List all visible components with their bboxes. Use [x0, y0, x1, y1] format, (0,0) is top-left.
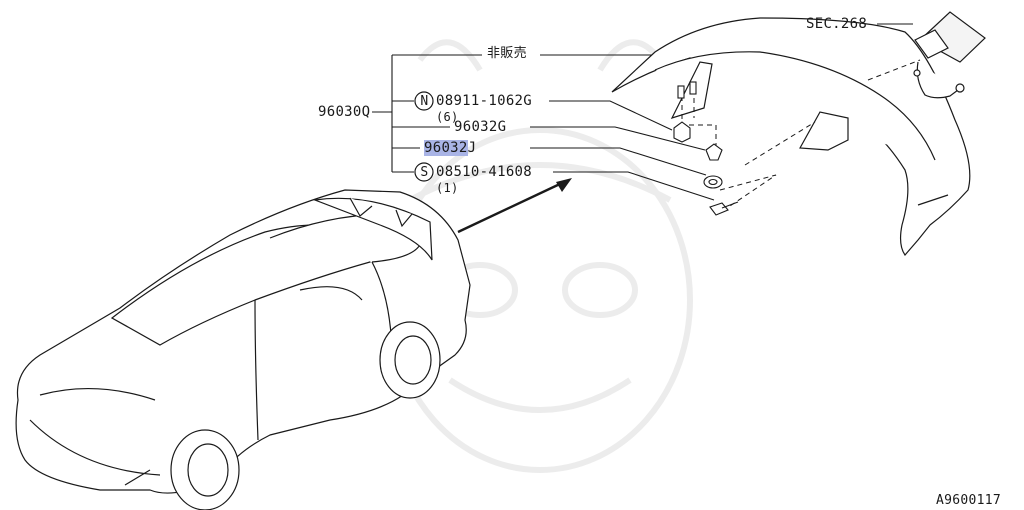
not-for-sale-label: 非販売	[487, 46, 527, 61]
car-illustration	[15, 189, 471, 510]
nut-icon	[673, 121, 691, 143]
n-marker-label: N	[420, 94, 429, 109]
rear-spoiler	[611, 11, 986, 256]
part-number-96032j[interactable]: 96032J	[424, 140, 477, 156]
fasteners	[673, 81, 739, 216]
leader-lines	[372, 23, 913, 201]
pointer-arrow	[457, 178, 572, 234]
s-marker-label: S	[420, 165, 429, 180]
part-number-08510-41608[interactable]: 08510-41608	[436, 164, 533, 180]
part-qty-1: (1)	[436, 181, 459, 195]
part-qty-6: (6)	[436, 110, 459, 124]
part-suffix: J	[467, 140, 477, 156]
n-marker-circle	[414, 91, 434, 111]
assembly-dash-lines	[681, 59, 921, 211]
highlighted-part-number: 96032	[424, 140, 468, 156]
stud-icon	[677, 85, 685, 99]
s-marker-circle	[414, 162, 434, 182]
screw-icon	[709, 202, 729, 216]
assembly-part-number[interactable]: 96030Q	[318, 104, 371, 120]
figure-id: A9600117	[936, 493, 1002, 508]
section-reference[interactable]: SEC.268	[806, 16, 868, 32]
part-number-08911-1062g[interactable]: 08911-1062G	[436, 93, 533, 109]
clip-icon	[705, 143, 723, 161]
part-number-96032g[interactable]: 96032G	[454, 119, 507, 135]
stud-icon	[689, 81, 697, 95]
